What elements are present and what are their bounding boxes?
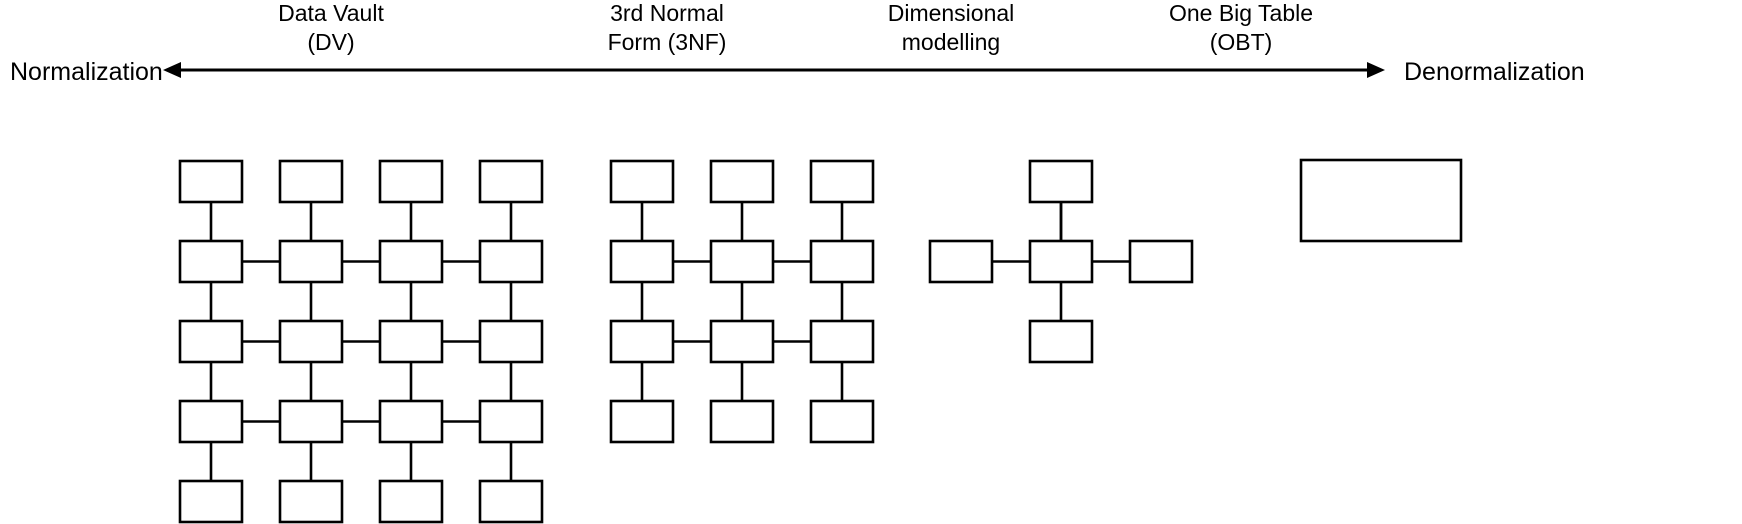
entity-box-data-vault [178, 399, 244, 444]
axis-label-normalization: Normalization [10, 58, 163, 86]
arrow-head-left-icon [163, 62, 181, 78]
stage-label-data-vault: Data Vault [278, 0, 384, 26]
entity-box-data-vault [378, 479, 444, 524]
entity-box-data-vault [478, 159, 544, 204]
axis-label-denormalization: Denormalization [1404, 58, 1585, 86]
entity-box-third-normal-form [709, 319, 775, 364]
entity-box-third-normal-form [809, 399, 875, 444]
entity-box-data-vault [378, 319, 444, 364]
model-one-big-table [1299, 158, 1463, 243]
stage-label-third-normal-form: Form (3NF) [608, 29, 727, 55]
entity-box-data-vault [478, 479, 544, 524]
entity-box-third-normal-form [709, 239, 775, 284]
entity-box-data-vault [478, 399, 544, 444]
stage-label-dimensional-modelling: Dimensional [888, 0, 1015, 26]
entity-box-data-vault [178, 319, 244, 364]
entity-box-data-vault [478, 319, 544, 364]
entity-box-data-vault [378, 239, 444, 284]
stage-label-one-big-table: (OBT) [1210, 29, 1273, 55]
model-third-normal-form [609, 159, 875, 444]
model-data-vault [178, 159, 544, 524]
entity-box-third-normal-form [609, 239, 675, 284]
model-illustrations [178, 158, 1463, 524]
entity-box-data-vault [278, 159, 344, 204]
entity-box-data-vault [478, 239, 544, 284]
entity-box-data-vault [178, 159, 244, 204]
entity-box-data-vault [278, 479, 344, 524]
model-dimensional-modelling [928, 159, 1194, 364]
entity-box-third-normal-form [709, 399, 775, 444]
entity-box-third-normal-form [609, 399, 675, 444]
entity-box-data-vault [178, 479, 244, 524]
entity-box-data-vault [178, 239, 244, 284]
entity-box-third-normal-form [809, 159, 875, 204]
entity-box-third-normal-form [609, 159, 675, 204]
stage-label-third-normal-form: 3rd Normal [610, 0, 724, 26]
entity-box-dimensional-modelling [1128, 239, 1194, 284]
entity-box-dimensional-modelling [1028, 319, 1094, 364]
stage-label-one-big-table: One Big Table [1169, 0, 1313, 26]
entity-box-data-vault [278, 319, 344, 364]
entity-box-data-vault [278, 399, 344, 444]
arrow-head-right-icon [1367, 62, 1385, 78]
entity-box-data-vault [378, 159, 444, 204]
entity-box-third-normal-form [609, 319, 675, 364]
entity-box-one-big-table [1299, 158, 1463, 243]
entity-box-data-vault [278, 239, 344, 284]
stage-label-data-vault: (DV) [307, 29, 354, 55]
fact-box-dimensional-modelling [1028, 239, 1094, 284]
stage-label-dimensional-modelling: modelling [902, 29, 1000, 55]
entity-box-dimensional-modelling [928, 239, 994, 284]
spectrum-axis: Normalization Denormalization [10, 58, 1585, 86]
entity-box-third-normal-form [809, 319, 875, 364]
entity-box-data-vault [378, 399, 444, 444]
entity-box-third-normal-form [709, 159, 775, 204]
entity-box-third-normal-form [809, 239, 875, 284]
entity-box-dimensional-modelling [1028, 159, 1094, 204]
